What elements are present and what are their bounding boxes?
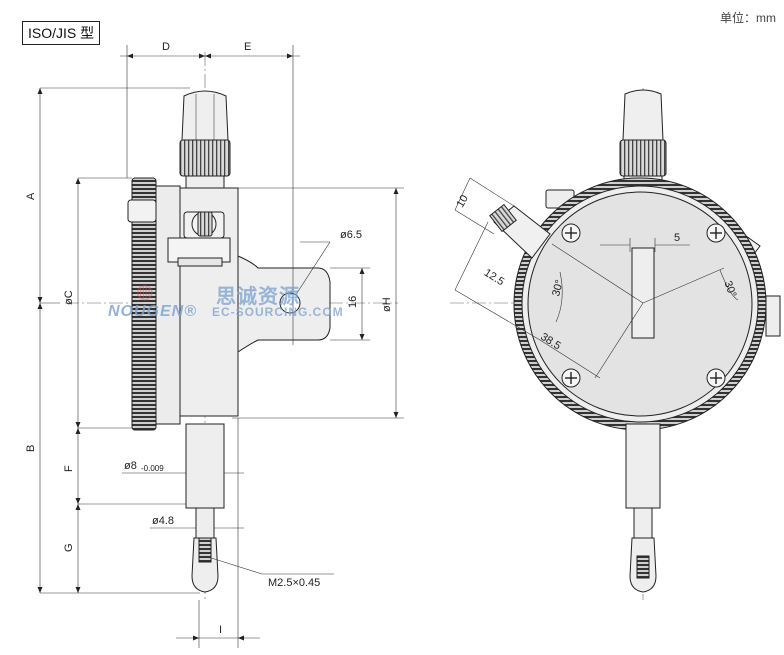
- dim-front-30-right: 30°: [721, 279, 738, 299]
- dim-stem-tol: -0.009: [141, 464, 164, 473]
- dim-e: E: [244, 41, 251, 53]
- dim-front-5: 5: [674, 232, 680, 244]
- dim-thread: M2.5×0.45: [268, 577, 320, 589]
- unit-label: 单位：mm: [720, 11, 776, 25]
- dim-front-30-left: 30°: [550, 278, 566, 297]
- dim-hole-offset: 16: [347, 296, 359, 308]
- dim-front-10: 10: [454, 193, 471, 210]
- watermark-logo-icon: ◍: [136, 281, 155, 303]
- watermark-en: EC-SOURCING.COM: [212, 305, 344, 319]
- dim-d: D: [162, 41, 170, 53]
- dim-h: øH: [381, 297, 393, 312]
- dim-front-12-5: 12.5: [482, 267, 507, 289]
- dim-a: A: [25, 192, 37, 200]
- dim-c: øC: [63, 290, 75, 305]
- front-view: 10 5 12.5 30° 30° 38.5: [450, 88, 781, 600]
- dim-stem: ø8: [124, 460, 137, 472]
- watermark-cn: 思诚资源: [216, 286, 300, 308]
- watermark-brand: NOUGEN®: [108, 303, 198, 320]
- dim-hole: ø6.5: [340, 229, 362, 241]
- dim-b: B: [25, 445, 37, 452]
- dim-f: F: [63, 465, 75, 472]
- dim-g: G: [63, 543, 75, 552]
- dim-i: I: [219, 624, 222, 636]
- standard-label: ISO/JIS 型: [22, 21, 101, 45]
- side-view: D E A B øC F G øH ø6.5 16 ø8 -0.009 ø4.8…: [25, 41, 404, 648]
- dim-spindle: ø4.8: [152, 515, 174, 527]
